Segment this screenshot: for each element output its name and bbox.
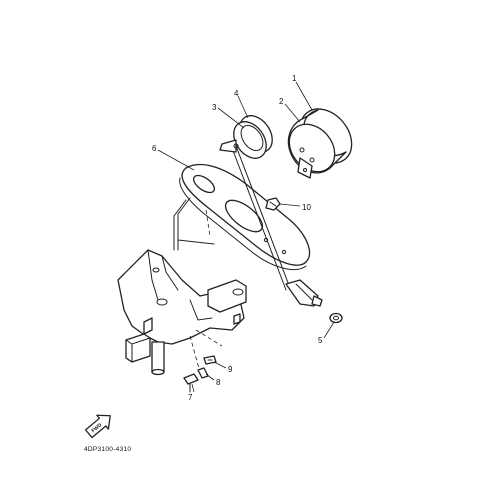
forward-arrow-icon: FWD — [84, 414, 111, 439]
callout-labels: 1 2 3 4 5 6 7 8 9 10 — [152, 74, 323, 402]
callout-9: 9 — [228, 365, 233, 374]
washer — [329, 312, 343, 324]
callout-5: 5 — [318, 336, 323, 345]
grommet — [265, 197, 281, 211]
speedometer-assembly — [287, 108, 353, 179]
callout-6: 6 — [152, 144, 157, 153]
assembly-guide-lines — [189, 209, 223, 373]
callout-1: 1 — [292, 74, 297, 83]
meter-panel — [179, 163, 311, 270]
frame-bracket — [117, 249, 247, 376]
callout-4: 4 — [234, 89, 239, 98]
meter-cable — [173, 197, 215, 251]
diagram-code: 4DP3100-4310 — [84, 446, 131, 453]
callout-3: 3 — [212, 103, 217, 112]
callout-8: 8 — [216, 378, 221, 387]
bolt-set — [183, 355, 217, 393]
callout-2: 2 — [279, 97, 284, 106]
callout-7: 7 — [188, 393, 193, 402]
callout-10: 10 — [302, 203, 311, 212]
tachometer-assembly — [219, 115, 273, 159]
speedometer-cable — [231, 145, 323, 307]
leader-lines — [157, 81, 335, 393]
